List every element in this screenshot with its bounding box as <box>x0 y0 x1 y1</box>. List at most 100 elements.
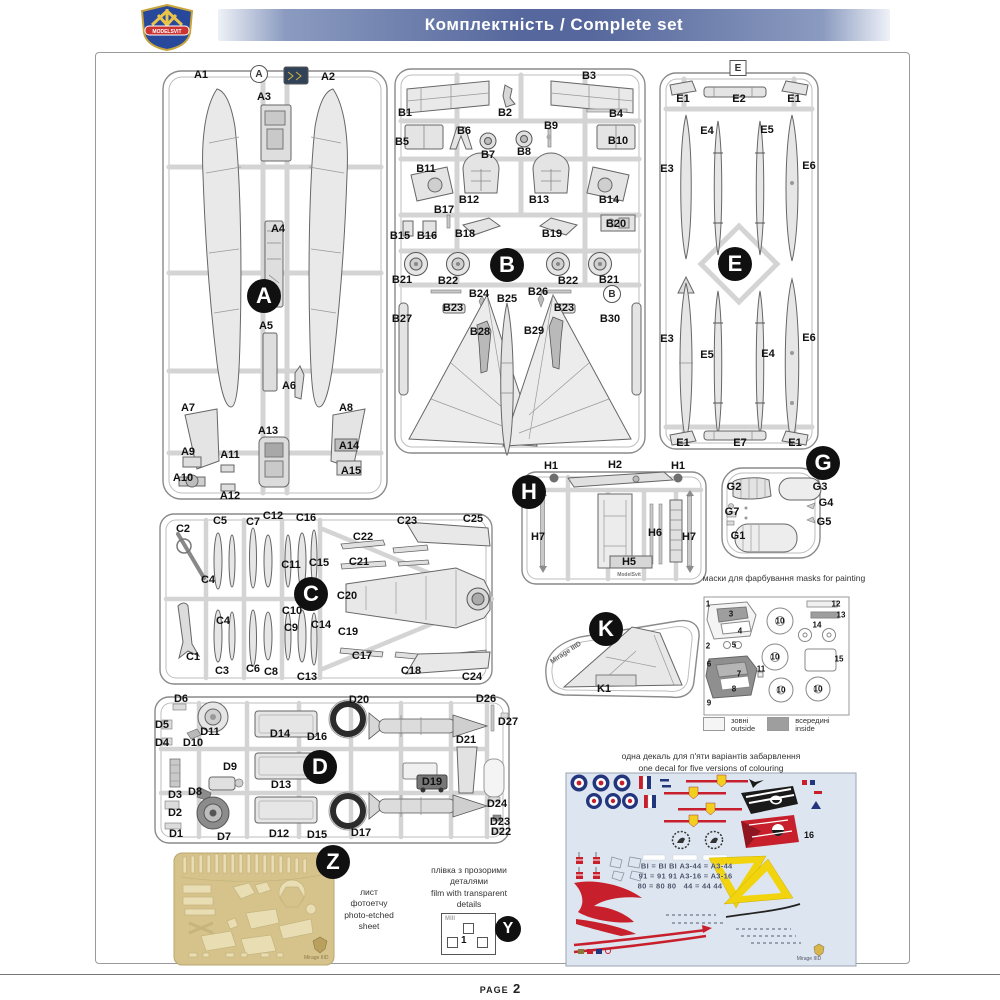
part-label: E1 <box>788 437 802 449</box>
part-label: B26 <box>527 286 549 298</box>
yellow-triangles <box>708 855 794 909</box>
part-label: D19 <box>421 776 443 788</box>
part-label: B5 <box>394 136 410 148</box>
part-label: D3 <box>167 789 183 801</box>
part-label: 4 <box>737 626 743 636</box>
part-label: A14 <box>338 440 360 452</box>
part-label: 10 <box>775 616 785 626</box>
part-label: B27 <box>391 313 413 325</box>
part-label: B22 <box>437 275 459 287</box>
part-label: D2 <box>167 807 183 819</box>
part-label: C25 <box>462 513 484 525</box>
part-label: 12 <box>831 599 841 609</box>
part-label: E2 <box>732 93 746 105</box>
part-label: B30 <box>599 313 621 325</box>
part-label: D1 <box>168 828 184 840</box>
decal-logo-chip <box>813 943 825 957</box>
part-label: D26 <box>475 693 497 705</box>
legend-inside-en: inside <box>795 724 815 734</box>
part-label: A8 <box>338 402 354 414</box>
part-label: D13 <box>270 779 292 791</box>
legend-outside-uk: зовні <box>731 716 749 725</box>
sprue-badge: C <box>294 577 328 611</box>
page-number: 2 <box>513 981 521 996</box>
part-label: C9 <box>283 622 299 634</box>
part-label: E6 <box>802 160 816 172</box>
decal-title-uk: одна декаль для п'яти варіантів забарвле… <box>621 751 801 761</box>
part-label: D14 <box>269 728 291 740</box>
part-label: 10 <box>813 684 823 694</box>
part-label: A5 <box>258 320 274 332</box>
part-label: D4 <box>154 737 170 749</box>
page-label: PAGE <box>479 985 509 995</box>
part-label: G1 <box>730 530 746 542</box>
part-label: 3 <box>728 609 734 619</box>
sprue-badge: E <box>718 247 752 281</box>
part-label: C21 <box>348 556 370 568</box>
red-arrow-emblem <box>741 815 799 848</box>
sprue-badge: K <box>589 612 623 646</box>
part-label: E1 <box>787 93 801 105</box>
part-label: D23 <box>489 816 511 828</box>
part-label: A10 <box>172 472 194 484</box>
part-label: B6 <box>456 125 472 137</box>
part-label: H7 <box>530 531 546 543</box>
part-label: ModelSvit <box>617 572 641 578</box>
logo-text: MODELSVIT <box>152 29 181 35</box>
part-label: A13 <box>257 425 279 437</box>
outline-stencils <box>609 856 644 882</box>
masks-title-en: masks for painting <box>796 573 866 583</box>
part-label: D17 <box>350 827 372 839</box>
black-chevron-emblem <box>741 786 798 814</box>
part-label: 7 <box>736 669 742 679</box>
part-label: B16 <box>416 230 438 242</box>
part-label: H5 <box>621 556 637 568</box>
part-label: 8 <box>731 684 737 694</box>
white-bars <box>642 854 728 861</box>
part-label: 10 <box>776 685 786 695</box>
part-label: C7 <box>245 516 261 528</box>
part-label: H1 <box>543 460 559 472</box>
part-label: B1 <box>397 107 413 119</box>
page-title: Комплектність / Complete set <box>424 15 684 34</box>
part-label: C18 <box>400 665 422 677</box>
part-label: G7 <box>724 506 740 518</box>
part-label: A3 <box>256 91 272 103</box>
part-label: A11 <box>220 449 240 461</box>
sprue-badge: H <box>512 475 546 509</box>
part-label: B23 <box>553 302 575 314</box>
film-badge: Y <box>495 916 521 942</box>
part-label: D21 <box>455 734 477 746</box>
part-label: 1 <box>705 599 711 609</box>
eagle <box>749 779 764 788</box>
part-label: G5 <box>816 516 832 528</box>
part-label: H7 <box>681 531 697 543</box>
red-flags <box>576 852 600 879</box>
part-label: B22 <box>557 275 579 287</box>
part-label: 80 = 80 80 <box>637 881 677 891</box>
kangaroo-stencils <box>671 830 724 850</box>
part-label: E4 <box>761 348 775 360</box>
part-label: Mirage IIID <box>796 956 822 962</box>
part-label: C3 <box>214 665 230 677</box>
part-label: A3-44 = A3-44 <box>679 861 733 871</box>
part-label: C6 <box>245 663 261 675</box>
sprue-badge: A <box>247 279 281 313</box>
part-label: H6 <box>647 527 663 539</box>
part-label: C1 <box>185 651 201 663</box>
part-label: A3-16 = A3-16 <box>679 871 733 881</box>
part-label: B14 <box>598 194 620 206</box>
part-label: E1 <box>676 437 690 449</box>
part-label: D12 <box>268 828 290 840</box>
film-caption: плівка з прозорими деталями film with tr… <box>430 865 508 910</box>
part-label: C22 <box>352 531 374 543</box>
part-label: A2 <box>320 71 336 83</box>
part-label: B28 <box>469 326 491 338</box>
part-label: C19 <box>337 626 359 638</box>
